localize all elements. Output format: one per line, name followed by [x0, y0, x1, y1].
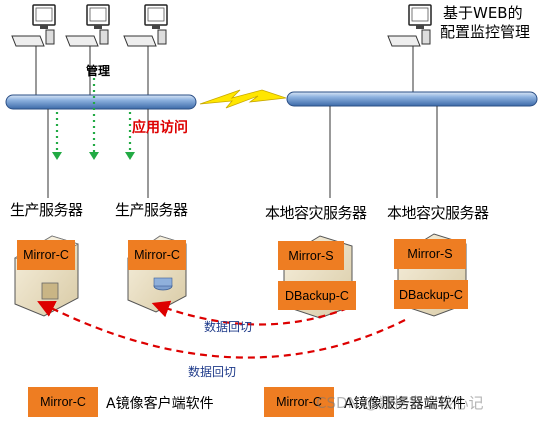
right-network-bus — [286, 91, 538, 107]
switchback-label-2: 数据回切 — [188, 365, 237, 379]
manage-label: 管理 — [86, 64, 111, 78]
web-console-label-line1: 基于WEB的 — [443, 4, 523, 22]
workstation-2 — [65, 4, 110, 96]
wan-lightning-icon — [199, 89, 287, 109]
switchback-arrow-2 — [37, 301, 406, 359]
mirror-s-box-1: Mirror-S — [278, 241, 344, 270]
legend-mirror-c-box: Mirror-C — [28, 387, 98, 417]
workstation-3 — [123, 4, 168, 96]
mirror-s-box-2: Mirror-S — [394, 239, 466, 269]
app-access-label: 应用访问 — [132, 120, 188, 136]
server-links — [47, 106, 438, 198]
dbackup-c-box-2: DBackup-C — [394, 280, 468, 309]
production-server-1-label: 生产服务器 — [10, 201, 83, 219]
web-console-workstation — [387, 4, 432, 96]
dr-server-1-label: 本地容灾服务器 — [265, 204, 367, 222]
mirror-c-box-1: Mirror-C — [17, 240, 75, 270]
production-server-2-label: 生产服务器 — [115, 201, 188, 219]
legend-mirror-server-box: Mirror-C — [264, 387, 334, 417]
mirror-c-box-2: Mirror-C — [128, 240, 186, 270]
switchback-label-1: 数据回切 — [204, 320, 253, 334]
web-console-label-line2: 配置监控管理 — [440, 23, 531, 41]
watermark: CSDN @数据安全核心记 — [316, 394, 484, 412]
workstation-1 — [11, 4, 56, 96]
dbackup-c-box-1: DBackup-C — [278, 281, 356, 310]
management-arrow-heads — [52, 152, 135, 160]
management-arrows — [55, 78, 132, 152]
legend-client-text: A镜像客户端软件 — [106, 396, 214, 412]
legend-server-text: A镜像服务器端软件 — [344, 396, 466, 412]
left-network-bus — [5, 94, 197, 110]
dr-server-2-label: 本地容灾服务器 — [387, 204, 489, 222]
